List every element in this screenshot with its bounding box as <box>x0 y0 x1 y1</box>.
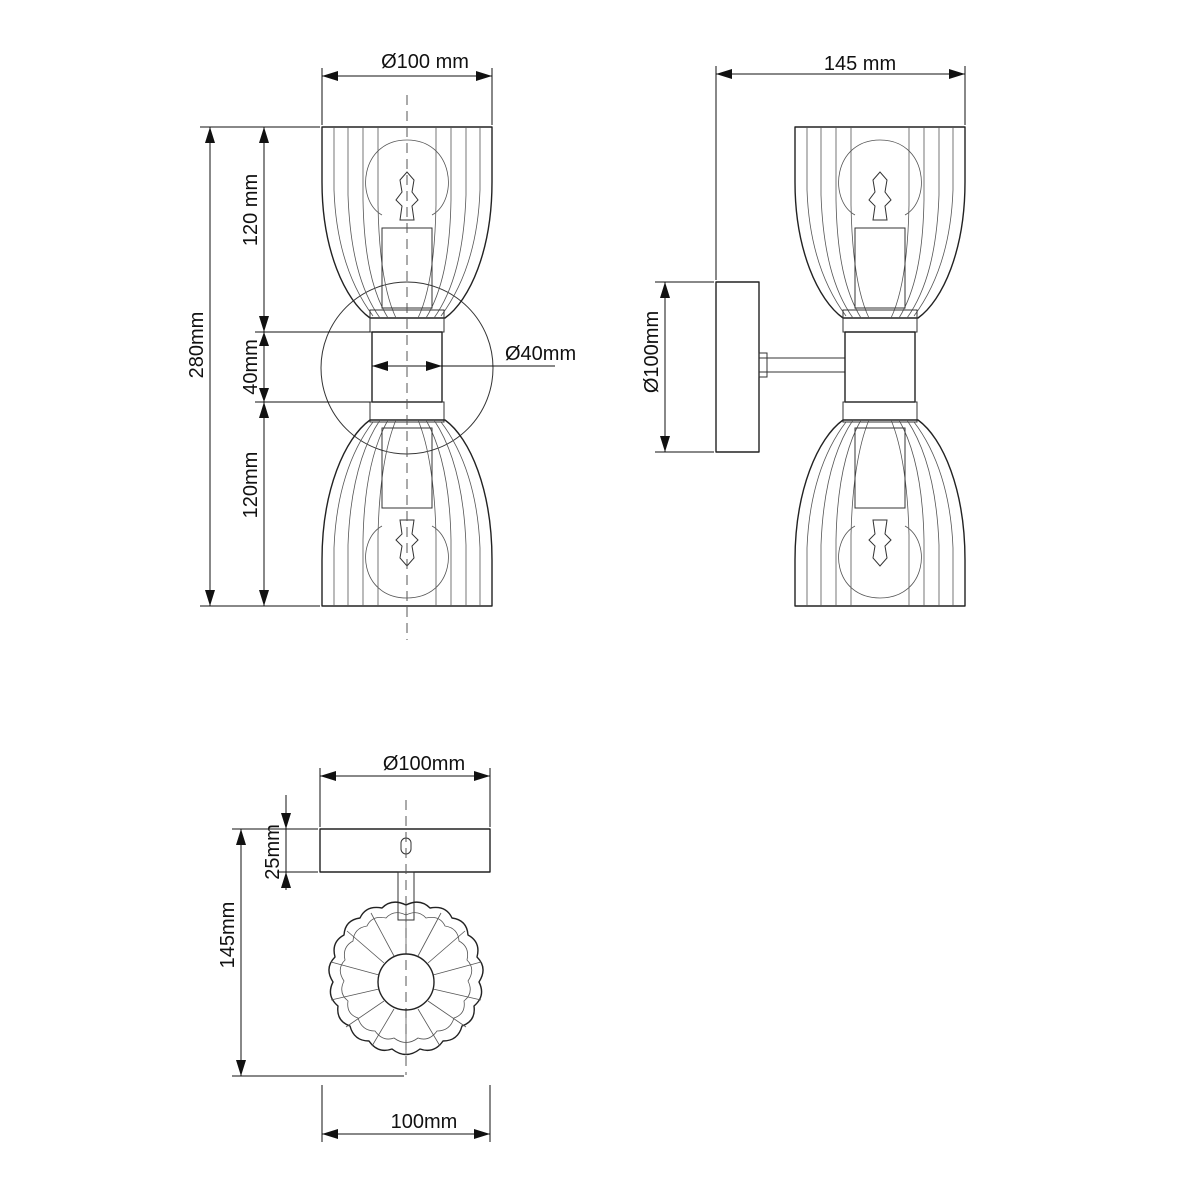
side-upper-shade <box>794 126 966 333</box>
top-view <box>319 800 491 1075</box>
side-arm <box>758 357 846 373</box>
front-center-diameter-label: Ø40mm <box>505 343 576 365</box>
side-center-body <box>844 331 916 403</box>
side-wall-plate <box>715 281 760 453</box>
top-diameter-label: Ø100mm <box>383 753 465 775</box>
top-center-disc <box>377 953 435 1011</box>
front-diameter-label: Ø100 mm <box>381 51 469 73</box>
front-upper-height-label: 120 mm <box>240 174 262 246</box>
side-view <box>715 126 966 607</box>
front-view <box>320 95 494 640</box>
side-base-diameter-label: Ø100mm <box>641 311 663 393</box>
top-depth-label: 145mm <box>217 902 239 969</box>
front-height-total-label: 280mm <box>186 312 208 379</box>
top-plate-thickness-label: 25mm <box>262 824 284 880</box>
front-dimensions: Ø100 mm 280mm 120 mm 40mm 120mm Ø40mm <box>186 51 576 607</box>
front-center-height-label: 40mm <box>240 339 262 395</box>
top-wall-plate <box>319 828 491 873</box>
top-shade-ribs <box>330 905 482 1055</box>
side-dimensions: 145 mm Ø100mm <box>641 53 966 453</box>
front-lower-height-label: 120mm <box>240 452 262 519</box>
top-dimensions: Ø100mm 25mm 145mm 100mm <box>217 753 491 1142</box>
top-width-label: 100mm <box>391 1111 458 1133</box>
side-lower-shade <box>794 401 966 607</box>
side-depth-label: 145 mm <box>824 53 896 75</box>
